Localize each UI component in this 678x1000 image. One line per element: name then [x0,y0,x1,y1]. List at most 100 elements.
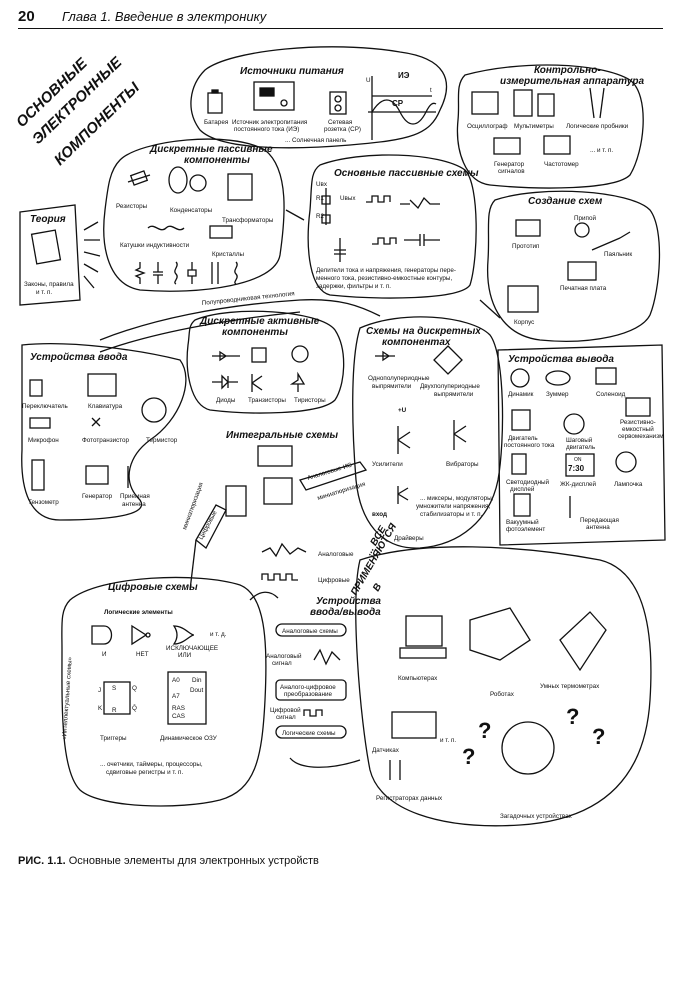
digital-more-1: ... очетчики, таймеры, процессоры, [100,760,203,768]
passive-circuits-desc-3: задержки, фильтры и т. п. [316,283,391,290]
digital-arrow-label: Цифровые [198,509,219,541]
crystal-icon [209,225,233,239]
output-stepper-1: Шаговый [566,436,593,444]
io-chain: Устройства ввода/вывода Аналоговые схемы… [266,596,381,739]
circuit-building-bubble: Создание схем Прототип Припой Паяльник П… [486,190,661,342]
discrete-active-bubble: Дискретные активные компоненты Диоды Тра… [186,310,345,414]
digital-arrow [195,504,227,549]
dc-more-3: стабилизаторы и т. п. [420,510,482,518]
instrument-generator-2: сигналов [498,168,525,175]
switch-icon [29,379,43,397]
output-devices-box: Устройства вывода Динамик Зуммер Соленои… [497,344,666,546]
power-ie-label: ИЭ [398,71,410,80]
input-phototransistor: Фототранзистор [82,437,130,444]
passive-circuits-bubble: Основные пассивные схемы Uвх R1 R2 Uвых … [307,154,479,299]
question-mark-icon: ? [478,718,491,743]
applied-title-3: В [371,582,384,594]
chapter-title: Глава 1. Введение в электронику [62,9,267,24]
flow-arrows [249,209,501,768]
ff-pin-k: K [98,705,103,712]
xor-gate-icon [172,625,195,645]
discrete-circuits-title-2: компонентах [382,337,451,348]
output-led-1: Светодиодный [506,478,550,486]
io-adc-2: преобразование [284,690,333,698]
building-iron: Паяльник [604,251,632,258]
building-solder: Припой [574,214,596,222]
soldering-iron-icon [591,231,631,251]
ic-dip-icon [225,485,247,517]
and-gate-icon [91,625,113,645]
solenoid-icon [595,367,617,385]
rc-circuit-symbol [400,196,440,210]
output-lcd: ЖК-дисплей [560,480,597,488]
multimeter-2-icon [537,93,555,117]
gate-and: И [102,651,107,658]
passive-title-1: Дискретные пассивные [149,144,273,155]
capacitor-symbol [404,234,440,246]
filter-symbol [334,238,346,262]
output-title: Устройства вывода [508,354,614,365]
signal-generator-icon [493,137,521,155]
theory-desc-2: и т. п. [36,289,52,296]
flip-flop-icon [103,681,131,715]
power-sources-bubble: Источники питания Батарея Источник элект… [190,46,448,149]
output-tx-antenna-2: антенна [586,524,610,531]
inductor-icon [147,225,185,231]
square-wave-symbol [366,195,391,203]
sensors-icon [389,760,401,780]
instrument-oscilloscope: Осциллограф [467,123,508,130]
page-number: 20 [18,8,35,25]
analog-ic-arrow [299,461,368,491]
dc-fullwave-2: выпрямители [434,391,474,398]
theory-desc-1: Законы, правила [24,281,74,288]
pcb-icon [567,261,597,281]
lcd-time: 7:30 [568,464,585,473]
applied-robots: Роботах [490,690,515,698]
passive-circuits-desc-2: менного тока, резистивно-емкостные конту… [316,275,452,282]
applied-sensors: Датчиках [372,747,400,754]
microphone-icon [29,417,51,429]
output-servo-2: емкостный [622,425,654,433]
transformer-icon [227,173,253,201]
passive-transformers: Трансформаторы [222,217,274,224]
arrow-building [479,299,501,319]
output-bulb: Лампочка [614,481,643,488]
dc-halfwave-2: выпрямители [372,383,412,390]
digital-circuits-bubble: Цифровые схемы Логические элементы И НЕТ… [61,576,267,807]
dram-icon [167,671,207,725]
keyboard-icon [87,373,117,397]
power-supply-icon [253,81,295,111]
input-generator: Генератор [82,493,113,500]
ff-pin-j: J [98,687,101,694]
dram-pin-din: Din [192,677,202,684]
passive-circuit-r1: R1 [316,195,325,202]
applied-data-loggers: Регистраторах данных [376,795,443,802]
robot-icon [469,607,531,661]
io-logic-circuits: Логические схемы [282,730,336,737]
logic-circuits-box [275,725,347,739]
question-mark-icon-4: ? [462,744,475,769]
diode-symbol [212,374,238,390]
capacitor-icon [168,166,188,194]
input-microphone: Микрофон [28,437,59,444]
caption-label: РИС. 1.1. [18,855,66,867]
dram-pin-a0: A0 [172,677,180,684]
gate-etc: и т. д. [210,631,227,638]
output-stepper-2: двигатель [566,444,596,451]
dram-pin-ras: RAS [172,705,185,712]
data-logger-icon [391,711,437,739]
digital-flip-flops: Триггеры [100,735,127,742]
discrete-circuits-bubble: Схемы на дискретных компонентах Однополу… [352,316,504,549]
input-strain-gauge: Тензометр [28,499,59,506]
led-display-icon [511,453,527,475]
active-title-1: Дискретные активные [199,316,320,327]
output-solenoid: Соленоид [596,391,626,398]
ac-graph [371,99,437,125]
transistor-symbol [251,374,263,392]
instrument-logic-probes: Логические пробники [566,122,629,130]
dram-pin-dout: Dout [190,687,204,694]
io-analog-circuits: Аналоговые схемы [282,628,338,635]
digital-signal-wave [261,573,298,581]
gate-xor-1: ИСКЛЮЧАЮЩЕЕ [166,645,218,652]
arrow-passive-to-circuits [285,209,305,221]
